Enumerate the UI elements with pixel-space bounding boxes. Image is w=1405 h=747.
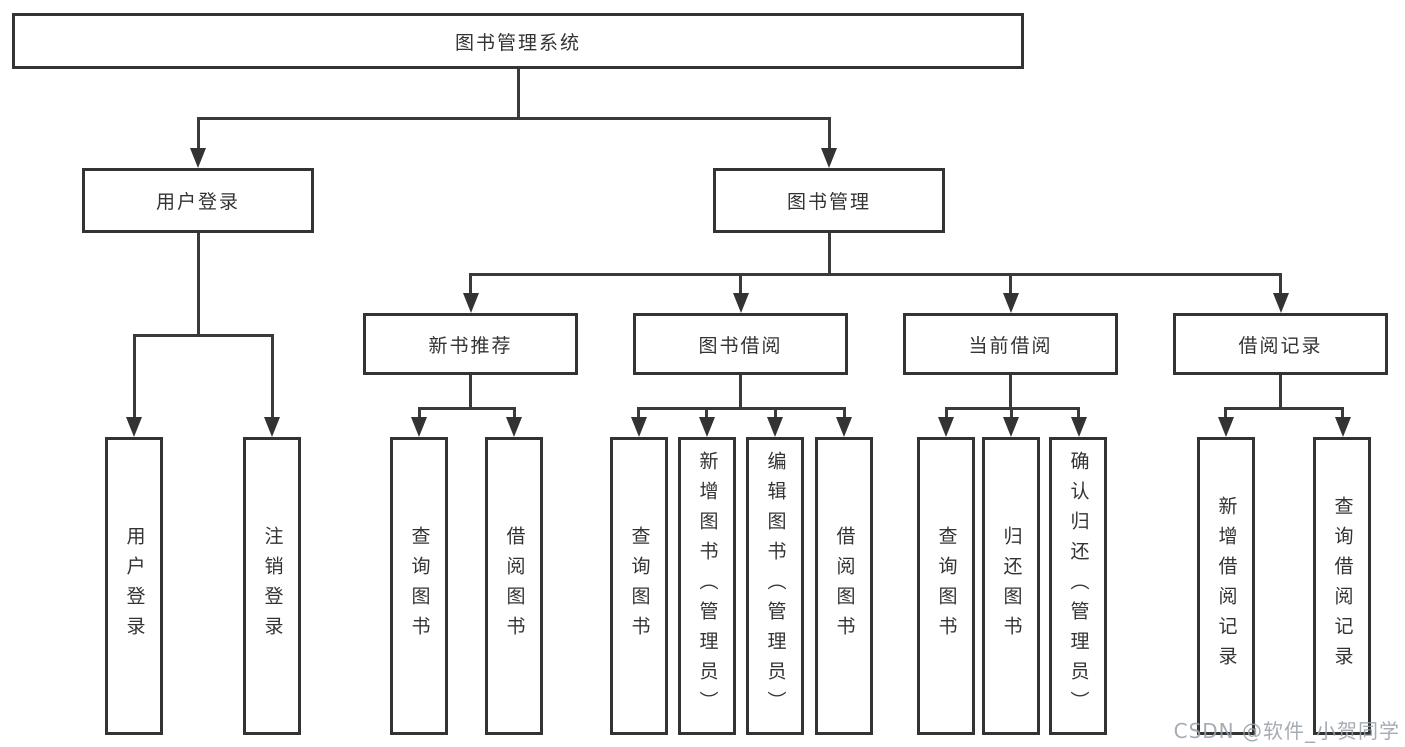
connector-line: [842, 407, 846, 420]
arrowhead-down-icon: [506, 417, 522, 437]
arrowhead-down-icon: [1002, 293, 1019, 313]
arrowhead-down-icon: [836, 417, 852, 437]
connector-line: [1279, 375, 1282, 407]
node-current-borrowing: 当前借阅: [903, 313, 1118, 375]
node-label: 查询借阅记录: [1331, 496, 1354, 676]
connector-line: [1224, 407, 1344, 410]
node-label: 新书推荐: [428, 334, 513, 357]
connector-line: [944, 407, 948, 420]
connector-line: [516, 69, 520, 117]
node-label: 注销登录: [261, 526, 284, 646]
connector-line: [827, 233, 831, 273]
node-leaf-return-books: 归还图书: [982, 437, 1040, 735]
node-library-management-system: 图书管理系统: [12, 13, 1024, 69]
node-borrowing-records: 借阅记录: [1173, 313, 1388, 375]
node-label: 借阅记录: [1238, 334, 1323, 357]
connector-line: [512, 407, 516, 420]
node-leaf-borrow-books-2: 借阅图书: [815, 437, 873, 735]
node-label: 确认归还（管理员）: [1067, 451, 1090, 721]
arrowhead-down-icon: [1003, 417, 1019, 437]
connector-line: [417, 407, 516, 410]
node-label: 当前借阅: [968, 334, 1053, 357]
node-new-book-recommend: 新书推荐: [363, 313, 578, 375]
connector-line: [196, 117, 831, 120]
node-label: 用户登录: [123, 526, 146, 646]
arrowhead-down-icon: [190, 148, 206, 168]
csdn-watermark: CSDN @软件_小贺同学: [1173, 719, 1400, 743]
connector-line: [739, 375, 742, 407]
node-leaf-query-borrow-record: 查询借阅记录: [1313, 437, 1371, 735]
node-leaf-query-books-3: 查询图书: [917, 437, 975, 735]
arrowhead-down-icon: [732, 293, 749, 313]
node-leaf-borrow-books-1: 借阅图书: [485, 437, 543, 735]
connector-line: [417, 407, 421, 420]
connector-line: [739, 273, 742, 293]
connector-line: [196, 117, 200, 148]
node-label: 借阅图书: [503, 526, 526, 646]
node-label: 图书管理: [786, 191, 871, 213]
node-leaf-add-books-admin: 新增图书（管理员）: [678, 437, 736, 735]
node-book-management-module: 图书管理: [713, 168, 945, 233]
node-leaf-user-login: 用户登录: [105, 437, 163, 735]
arrowhead-down-icon: [630, 417, 647, 437]
arrowhead-down-icon: [462, 293, 479, 313]
connector-line: [773, 407, 777, 420]
node-label: 查询图书: [935, 526, 958, 646]
arrowhead-down-icon: [411, 417, 427, 437]
arrowhead-down-icon: [938, 417, 954, 437]
connector-line: [469, 273, 472, 293]
node-book-borrowing: 图书借阅: [633, 313, 848, 375]
connector-line: [469, 375, 472, 407]
node-label: 归还图书: [1000, 526, 1023, 646]
arrowhead-down-icon: [1334, 417, 1351, 437]
connector-line: [1341, 407, 1344, 420]
connector-line: [1009, 375, 1012, 407]
node-leaf-query-books-2: 查询图书: [610, 437, 668, 735]
connector-line: [196, 233, 200, 334]
node-label: 查询图书: [628, 526, 651, 646]
arrowhead-down-icon: [767, 417, 783, 437]
node-leaf-edit-books-admin: 编辑图书（管理员）: [746, 437, 804, 735]
connector-line: [132, 334, 274, 337]
connector-line: [469, 273, 1282, 276]
arrowhead-down-icon: [1272, 293, 1289, 313]
node-label: 图书管理系统: [454, 31, 581, 54]
node-label: 图书借阅: [698, 334, 783, 357]
node-user-login-module: 用户登录: [82, 168, 314, 233]
arrowhead-down-icon: [821, 148, 837, 168]
connector-line: [132, 334, 136, 417]
node-leaf-query-books-1: 查询图书: [390, 437, 448, 735]
connector-line: [1224, 407, 1227, 420]
node-leaf-logout: 注销登录: [243, 437, 301, 735]
connector-line: [827, 117, 831, 148]
connector-line: [637, 407, 640, 420]
node-leaf-add-borrow-record: 新增借阅记录: [1197, 437, 1255, 735]
arrowhead-down-icon: [1217, 417, 1234, 437]
connector-line: [1279, 273, 1282, 293]
node-label: 查询图书: [408, 526, 431, 646]
arrowhead-down-icon: [264, 417, 280, 437]
node-label: 借阅图书: [833, 526, 856, 646]
node-label: 用户登录: [155, 191, 240, 213]
arrowhead-down-icon: [698, 417, 715, 437]
connector-line: [705, 407, 708, 420]
connector-line: [637, 407, 845, 410]
connector-line: [1009, 273, 1012, 293]
connector-line: [1009, 407, 1013, 420]
node-label: 编辑图书（管理员）: [764, 451, 787, 721]
arrowhead-down-icon: [126, 417, 142, 437]
arrowhead-down-icon: [1070, 417, 1087, 437]
node-label: 新增图书（管理员）: [696, 451, 719, 721]
node-label: 新增借阅记录: [1215, 496, 1238, 676]
connector-line: [270, 334, 274, 417]
node-leaf-confirm-return-admin: 确认归还（管理员）: [1049, 437, 1107, 735]
connector-line: [1077, 407, 1080, 420]
